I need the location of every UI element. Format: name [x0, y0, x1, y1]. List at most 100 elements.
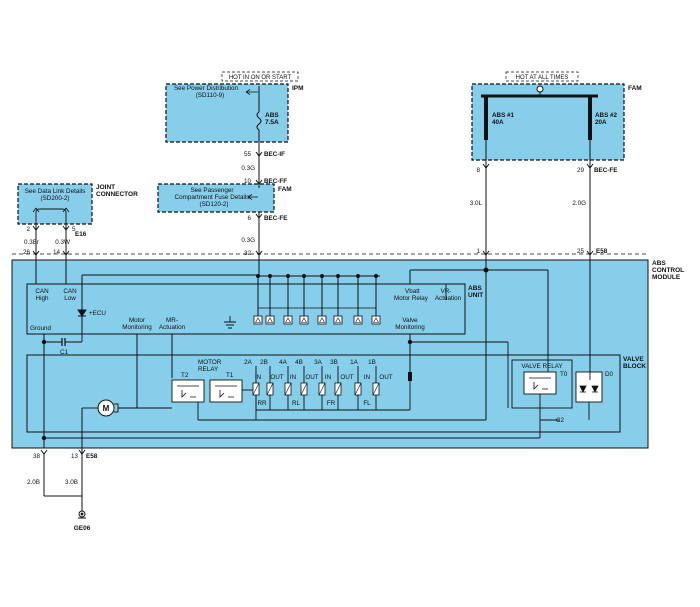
ch-2b: 2B [260, 359, 268, 366]
solenoid-rr-in [252, 366, 260, 410]
conn-bec-fe-right: BEC-FE [594, 167, 617, 174]
pin-25-mark [586, 250, 594, 256]
conn-e58-top: E58 [596, 248, 608, 255]
conn-e58-bottom: E58 [86, 453, 98, 460]
pin-5-mark [62, 225, 70, 231]
relay-t1 [209, 379, 243, 403]
pin-5: 5 [72, 226, 76, 233]
pin-55: 55 [244, 151, 252, 158]
unit-ground-symbol [224, 321, 236, 329]
pin-29-mark [586, 163, 594, 169]
solenoid-rr-out [266, 366, 274, 410]
label-can-low-1: CAN [63, 288, 77, 295]
hot-run-start-label-box [221, 71, 299, 82]
fam-mid-box [157, 183, 275, 213]
label-motor-mon-2: Monitoring [122, 324, 152, 331]
unit-name-1: ABS [468, 285, 482, 292]
driver-array [253, 274, 381, 325]
solenoid-fr-out [334, 366, 342, 410]
relay-t1-contact [215, 385, 237, 398]
unit-name-2: UNIT [468, 292, 483, 299]
label-vr-2: Actuation [435, 295, 462, 302]
ground-ge06: GE06 [74, 525, 91, 532]
ch-3b: 3B [330, 359, 338, 366]
driver-2 [265, 274, 275, 325]
ipm-fuse-rating: 7.5A [265, 119, 279, 126]
pin-55-mark [255, 151, 263, 157]
wire-label-03br: 0.3Br [24, 239, 39, 246]
pin-markers [32, 151, 594, 455]
ipm-see-arrow [245, 89, 258, 95]
fam-mid-see-line1: See Passenger [190, 187, 233, 194]
label-ground: Ground [30, 325, 52, 332]
wire-label-20g: 2.0G [572, 200, 586, 207]
pin-32: 32 [244, 250, 252, 257]
ipm-box [165, 83, 289, 143]
label-c1: C1 [60, 349, 69, 356]
pin-25: 25 [577, 248, 585, 255]
pin-13: 13 [71, 453, 79, 460]
abs2-fuse-symbol [588, 96, 592, 140]
valve-solenoids [252, 366, 380, 410]
pin-6-mark [255, 213, 263, 219]
joint-name-line2: CONNECTOR [96, 191, 138, 198]
conn-bec-if: BEC-IF [264, 151, 285, 158]
pin-8-mark [482, 163, 490, 169]
label-valve-relay: VALVE RELAY [521, 363, 563, 370]
driver-4 [299, 274, 309, 325]
hot-all-times-label: HOT AT ALL TIMES [516, 75, 569, 81]
wire-label-03g-b: 0.3G [241, 237, 255, 244]
in-2: IN [290, 374, 297, 381]
fam-fuse2-name: ABS #2 [595, 112, 618, 119]
label-motor-relay-2: RELAY [198, 366, 219, 373]
joint-see-line1: See Data Link Details [25, 188, 86, 195]
wheel-rl: RL [292, 400, 301, 407]
fam-fuse1-name: ABS #1 [492, 112, 515, 119]
fam-mid-name: FAM [278, 186, 292, 193]
label-ecu: +ECU [89, 310, 106, 317]
driver-1 [253, 274, 263, 325]
solenoid-fl-in [354, 366, 362, 410]
pin-29: 29 [577, 167, 585, 174]
out-1: OUT [270, 374, 283, 381]
pin-14: 14 [53, 249, 61, 256]
wheel-fr: FR [327, 400, 336, 407]
label-can-low-2: Low [64, 295, 76, 302]
ch-4b: 4B [295, 359, 303, 366]
label-valve-mon-2: Monitoring [395, 324, 425, 331]
relay-t2-contact [177, 385, 199, 398]
pin-26: 26 [23, 249, 31, 256]
module-name-1: ABS [652, 260, 666, 267]
ipm-fuse-name: ABS [265, 112, 279, 119]
in-3: IN [325, 374, 332, 381]
wire-label-30b: 3.0B [65, 479, 78, 486]
joint-arrows [32, 207, 70, 213]
label-can-high-1: CAN [35, 288, 49, 295]
pin-32-mark [255, 250, 263, 256]
label-t1: T1 [226, 372, 234, 379]
solenoid-fr-in [318, 366, 326, 410]
relay-t0-contact [529, 377, 551, 390]
in-4: IN [364, 374, 371, 381]
fam-fuse2-rating: 20A [595, 119, 607, 126]
valve-name-2: BLOCK [623, 363, 646, 370]
pin-10: 10 [244, 178, 252, 185]
label-c2: C2 [556, 417, 565, 424]
wheel-rr: RR [257, 400, 267, 407]
ch-3a: 3A [314, 359, 323, 366]
fam-mid-see-arrow [247, 194, 258, 200]
pin-2: 2 [26, 226, 30, 233]
node-ground-2 [41, 435, 47, 441]
ipm-name: IPM [292, 85, 304, 92]
solenoid-fl-out [372, 366, 380, 410]
label-motor-relay-line: Motor Relay [394, 295, 429, 302]
fam-top-name: FAM [628, 85, 642, 92]
relay-t0 [523, 371, 557, 395]
hot-run-start-label: HOT IN ON OR START [229, 75, 292, 81]
label-d0: D0 [605, 371, 614, 378]
pin-8: 8 [476, 167, 480, 174]
joint-connector-box [17, 183, 93, 225]
wire-label-30l: 3.0L [470, 200, 483, 207]
